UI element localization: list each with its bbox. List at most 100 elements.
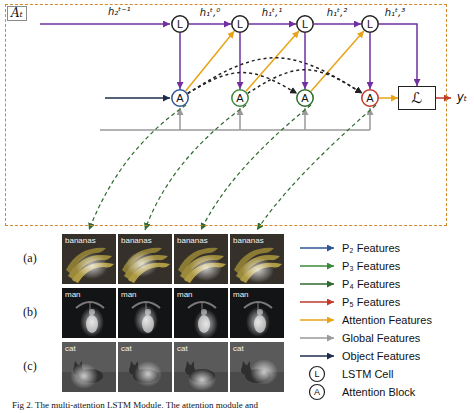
svg-line bbox=[300, 301, 334, 303]
figure-caption: Fig 2. The multi-attention LSTM Module. … bbox=[12, 400, 258, 410]
svg-line bbox=[300, 265, 334, 267]
legend-text: P₃ Features bbox=[342, 260, 400, 273]
svg-ellipse bbox=[70, 363, 98, 389]
svg-path bbox=[145, 105, 246, 230]
svg-use bbox=[230, 342, 284, 392]
circle-shape bbox=[297, 90, 313, 106]
svg-path bbox=[257, 105, 376, 230]
hidden-state-label: h₁ᵗ,³ bbox=[384, 7, 406, 19]
node-letter: A bbox=[176, 92, 183, 104]
svg-use bbox=[118, 342, 172, 392]
legend-text: Object Features bbox=[342, 350, 420, 363]
connector bbox=[239, 33, 241, 89]
svg-line bbox=[300, 283, 334, 285]
svg-line bbox=[239, 108, 241, 130]
svg-use bbox=[230, 288, 284, 338]
lstm-cell: L bbox=[361, 15, 379, 33]
svg-use bbox=[174, 342, 228, 392]
svg-ellipse bbox=[134, 305, 158, 335]
svg-line bbox=[300, 337, 334, 339]
svg-use bbox=[62, 288, 116, 338]
circle-shape bbox=[297, 16, 313, 32]
image-caption: cat bbox=[177, 344, 188, 353]
image-caption: man bbox=[65, 290, 81, 299]
connector bbox=[369, 33, 371, 89]
svg-ellipse bbox=[134, 361, 162, 387]
attention-map-arrows bbox=[89, 105, 376, 230]
state-label: h₂ᵗ⁻¹ bbox=[108, 6, 131, 18]
svg-use bbox=[118, 288, 172, 338]
attention-block: A bbox=[296, 89, 314, 107]
svg-ellipse bbox=[190, 255, 222, 281]
legend-text: LSTM Cell bbox=[342, 368, 393, 381]
svg-use bbox=[174, 288, 228, 338]
svg-circle bbox=[310, 385, 325, 400]
svg-ellipse bbox=[76, 253, 108, 279]
image-caption: cat bbox=[121, 344, 132, 353]
connector bbox=[311, 31, 364, 91]
svg-line bbox=[179, 108, 181, 130]
lstm-cell: L bbox=[296, 15, 314, 33]
circle-shape bbox=[362, 16, 378, 32]
panel-heading: Aₜ bbox=[7, 6, 27, 21]
loss-symbol: ℒ bbox=[412, 90, 423, 107]
svg-ellipse bbox=[246, 307, 270, 337]
svg-use bbox=[118, 234, 172, 284]
node-letter: L bbox=[367, 18, 373, 30]
node-letter: L bbox=[237, 18, 243, 30]
circle-shape bbox=[232, 16, 248, 32]
node-letter: A bbox=[366, 92, 373, 104]
global-features bbox=[100, 108, 370, 130]
image-caption: man bbox=[177, 290, 193, 299]
row-label: (c) bbox=[23, 360, 36, 374]
image-caption: bananas bbox=[233, 236, 264, 245]
object-arrow bbox=[105, 97, 170, 99]
svg-line bbox=[300, 247, 334, 249]
circle-shape bbox=[232, 90, 248, 106]
connector bbox=[249, 23, 296, 25]
image-caption: cat bbox=[65, 344, 76, 353]
connector bbox=[179, 33, 181, 89]
lstm-cell: L bbox=[231, 15, 249, 33]
hidden-state-label: h₁ᵗ,² bbox=[326, 7, 348, 19]
svg-line bbox=[300, 355, 334, 357]
svg-ellipse bbox=[80, 307, 104, 337]
hidden-state-label: h₁ᵗ,¹ bbox=[261, 7, 283, 19]
svg-use bbox=[174, 234, 228, 284]
circle-shape bbox=[362, 90, 378, 106]
loss-box: ℒ bbox=[398, 86, 436, 110]
node-letter: L bbox=[302, 18, 308, 30]
image-caption: man bbox=[121, 290, 137, 299]
row-label: (a) bbox=[23, 252, 36, 266]
connector bbox=[379, 97, 398, 99]
legend-symbol-letter: A bbox=[314, 387, 320, 397]
row-label: (b) bbox=[23, 306, 37, 320]
image-caption: man bbox=[233, 290, 249, 299]
svg-ellipse bbox=[250, 359, 278, 385]
svg-ellipse bbox=[188, 369, 216, 391]
node-letter: A bbox=[236, 92, 243, 104]
svg-line bbox=[300, 319, 334, 321]
connector bbox=[188, 58, 363, 94]
lstm-cell: L bbox=[171, 15, 189, 33]
input-arrow bbox=[40, 23, 170, 25]
svg-use bbox=[62, 234, 116, 284]
svg-use bbox=[62, 342, 116, 392]
svg-path bbox=[89, 105, 186, 230]
connector bbox=[186, 31, 235, 91]
legend-text: Attention Features bbox=[342, 314, 432, 327]
svg-ellipse bbox=[126, 251, 158, 277]
svg-use bbox=[230, 234, 284, 284]
image-caption: bananas bbox=[65, 236, 96, 245]
circle-shape bbox=[172, 90, 188, 106]
svg-circle bbox=[310, 367, 325, 382]
attention-block: A bbox=[361, 89, 379, 107]
output-arrow bbox=[436, 97, 451, 99]
circle-shape bbox=[172, 16, 188, 32]
connector bbox=[304, 33, 306, 89]
connector bbox=[314, 23, 361, 25]
legend-text: Attention Block bbox=[342, 386, 415, 399]
output-label: yₜ bbox=[457, 91, 468, 105]
module-panel: AₜL L L L A A A A ℒ bbox=[5, 4, 447, 226]
svg-ellipse bbox=[194, 309, 218, 339]
